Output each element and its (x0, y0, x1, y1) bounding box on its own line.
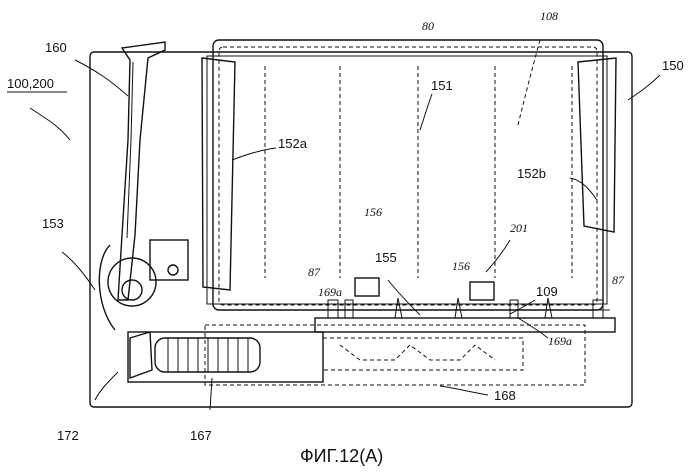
sensor-156-left (355, 278, 379, 296)
pin-169a-right (510, 300, 518, 318)
label-201: 201 (510, 221, 528, 235)
leader-152a (232, 148, 276, 160)
housing-side-curve (99, 245, 115, 330)
gear-teeth-172 (130, 332, 152, 378)
label-169a-right: 169a (548, 334, 572, 348)
label-109: 109 (536, 284, 558, 299)
outer-housing (90, 52, 632, 407)
leader-201 (486, 240, 510, 272)
pin-mid-3 (545, 298, 552, 318)
pin-mid-2 (455, 298, 462, 318)
leader-169a-right (518, 318, 548, 338)
bracket-pin (168, 265, 178, 275)
leader-172 (95, 372, 118, 400)
label-160: 160 (45, 40, 67, 55)
pin-87-left (328, 300, 338, 318)
pin-169a-left (345, 300, 353, 318)
gear-shaft-frame (128, 332, 323, 382)
label-169a-left: 169a (318, 285, 342, 299)
leader-151 (420, 94, 432, 130)
leader-100-200 (30, 108, 70, 140)
label-151: 151 (431, 78, 453, 93)
label-167: 167 (190, 428, 212, 443)
drive-inner (323, 338, 523, 370)
label-152a: 152a (278, 136, 308, 151)
label-87-left: 87 (308, 265, 321, 279)
gear-hub (122, 280, 142, 300)
leader-160 (75, 60, 128, 96)
drive-unit-168 (205, 325, 585, 385)
label-80: 80 (422, 19, 434, 33)
leader-168 (440, 386, 488, 395)
drive-linkage (340, 345, 495, 360)
label-150: 150 (662, 58, 684, 73)
leader-109 (510, 300, 535, 314)
leader-150 (628, 75, 660, 100)
cartridge-body (207, 56, 607, 304)
pin-mid-1 (395, 298, 402, 318)
label-168: 168 (494, 388, 516, 403)
label-153: 153 (42, 216, 64, 231)
label-172: 172 (57, 428, 79, 443)
sensor-156-right (470, 282, 494, 300)
label-155: 155 (375, 250, 397, 265)
lever-160 (118, 42, 165, 300)
label-87-right: 87 (612, 273, 625, 287)
pin-87-right (593, 300, 603, 318)
label-156-right: 156 (452, 259, 470, 273)
label-156-left: 156 (364, 205, 382, 219)
leader-167 (210, 378, 212, 410)
leader-108 (518, 40, 540, 125)
figure-caption: ФИГ.12(А) (300, 446, 383, 466)
worm-threads (168, 338, 248, 372)
label-108: 108 (540, 9, 558, 23)
label-152b: 152b (517, 166, 546, 181)
label-100-200: 100,200 (7, 76, 54, 91)
